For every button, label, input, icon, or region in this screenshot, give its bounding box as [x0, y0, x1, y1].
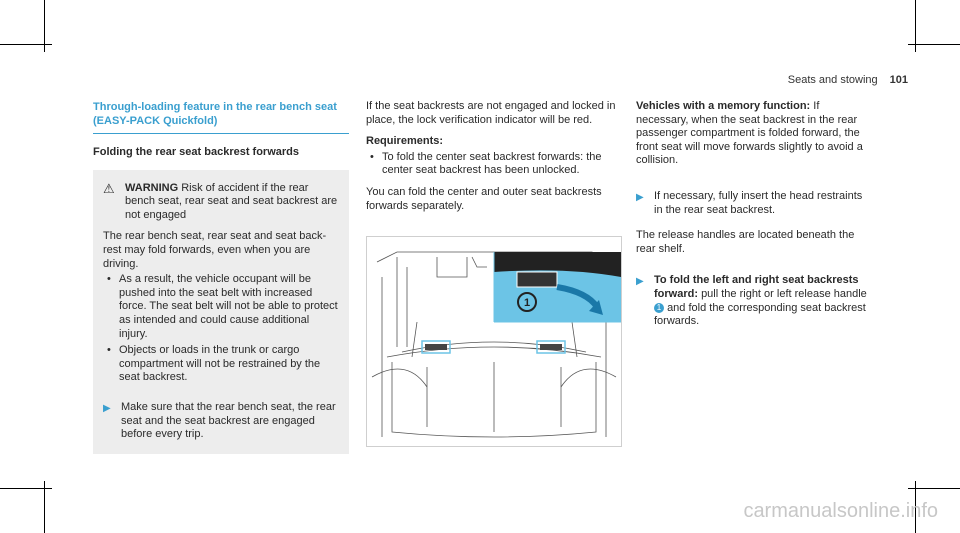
- watermark: carmanualsonline.info: [743, 500, 938, 522]
- page-header: Seats and stowing 101: [788, 74, 908, 86]
- crop-mark: [0, 488, 52, 489]
- section-name: Seats and stowing: [787, 74, 878, 86]
- step-arrow-icon: ▶: [636, 191, 644, 203]
- list-item: To fold the center seat backrest forward…: [370, 151, 620, 178]
- memory-label: Vehicles with a memory function:: [636, 100, 811, 112]
- trunk-illustration: 1: [366, 236, 622, 447]
- crop-mark: [0, 44, 52, 45]
- warning-text: Risk of accident if the rear bench seat,…: [125, 181, 338, 221]
- callout-marker: [517, 292, 537, 312]
- step-text: pull the right or left release handle: [701, 287, 867, 300]
- subsection-title: Folding the rear seat backrest forwards: [93, 146, 300, 158]
- column-3: Vehicles with a memory function: If nece…: [636, 100, 872, 329]
- crop-mark: [908, 44, 960, 45]
- trunk-drawing: 1: [371, 251, 621, 438]
- warning-triangle-icon: ⚠: [103, 180, 115, 196]
- column-2: If the seat backrests are not engaged an…: [366, 100, 620, 213]
- paragraph: You can fold the center and outer seat b…: [366, 185, 602, 212]
- step-arrow-icon: ▶: [636, 276, 644, 288]
- intro-paragraph: If the seat backrests are not engaged an…: [366, 100, 616, 126]
- callout-number: 1: [654, 302, 664, 313]
- release-handle-left-highlight: [421, 340, 451, 354]
- step-label: To fold the left and right seat backrest…: [654, 274, 859, 300]
- step-text: and fold the corresponding seat backrest…: [654, 301, 866, 328]
- arrow-icon: [589, 300, 603, 315]
- memory-text: If necessary, when the seat backrest in …: [636, 100, 863, 167]
- page-number: 101: [889, 74, 908, 86]
- crop-mark: [915, 481, 916, 533]
- warning-box: ⚠ WARNING Risk of accident if the rear b…: [93, 169, 349, 454]
- list-item: Objects or loads in the trunk or cargo c…: [107, 344, 339, 385]
- warning-body: The rear bench seat, rear seat and seat …: [103, 230, 327, 270]
- warning-bullets: As a result, the vehicle occupant will b…: [103, 273, 339, 385]
- crop-mark: [44, 481, 45, 533]
- instruction-step: ▶ Make sure that the rear bench seat, th…: [103, 401, 339, 442]
- requirements-list: To fold the center seat backrest forward…: [366, 151, 620, 178]
- paragraph: The release handles are located beneath …: [636, 229, 855, 255]
- memory-function-paragraph: Vehicles with a memory function: If nece…: [636, 100, 872, 168]
- section-title: Through-loading feature in the rear benc…: [93, 100, 349, 134]
- warning-label: WARNING: [125, 181, 179, 194]
- crop-mark: [915, 0, 916, 52]
- crop-mark: [44, 0, 45, 52]
- release-handle-right-highlight: [536, 340, 566, 354]
- column-1: Through-loading feature in the rear benc…: [93, 100, 349, 454]
- step-arrow-icon: ▶: [103, 402, 111, 414]
- step-text: Make sure that the rear bench seat, the …: [121, 400, 336, 441]
- callout-number: 1: [524, 297, 530, 309]
- list-item: As a result, the vehicle occupant will b…: [107, 273, 339, 341]
- crop-mark: [908, 488, 960, 489]
- requirements-label: Requirements:: [366, 135, 444, 148]
- step-text: If necessary, fully insert the head rest…: [654, 189, 863, 216]
- instruction-step: ▶ To fold the left and right seat backre…: [636, 274, 872, 328]
- instruction-step: ▶ If necessary, fully insert the head re…: [636, 190, 872, 217]
